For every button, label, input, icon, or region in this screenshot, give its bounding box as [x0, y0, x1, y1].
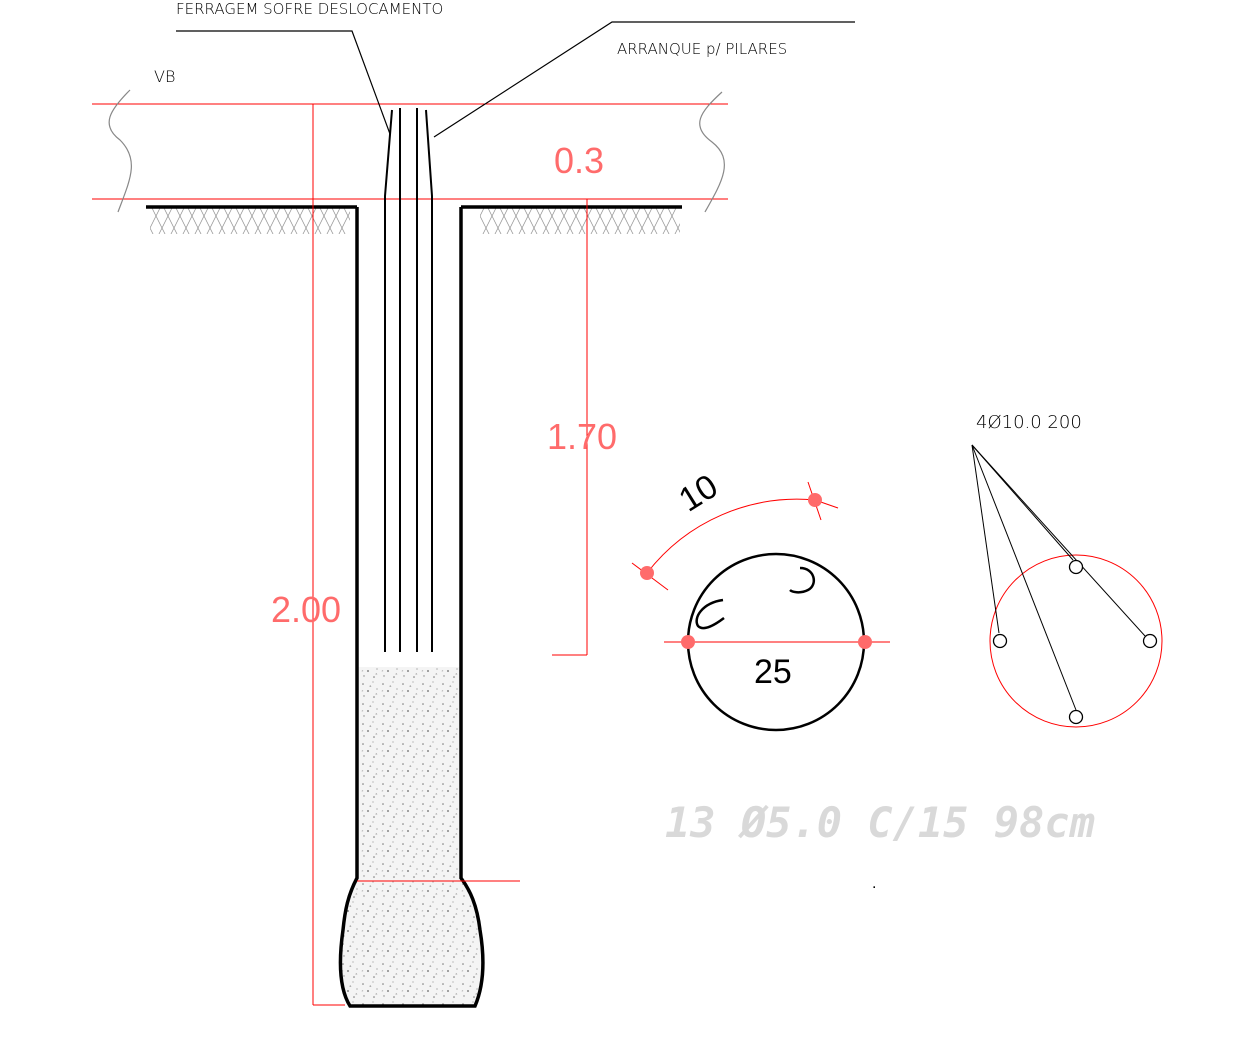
cross-section: 10 25 — [631, 467, 890, 732]
section-outline — [989, 554, 1163, 728]
dim-marker — [808, 493, 822, 507]
dimension-lines — [312, 104, 588, 1006]
rebar-dot — [1068, 709, 1084, 725]
rebars — [384, 108, 433, 652]
soil-hatch-right — [480, 208, 680, 234]
concrete-fill — [340, 667, 483, 1006]
bar-section: 4Ø10.0 200 — [971, 412, 1163, 728]
label-ferragem: FERRAGEM SOFRE DESLOCAMENTO — [176, 0, 443, 18]
dim-marker — [681, 635, 695, 649]
dim-arc: 10 — [672, 467, 724, 519]
rebar-dot — [1142, 633, 1158, 649]
rebar-dot — [992, 633, 1008, 649]
dim-depth-total: 2.00 — [271, 589, 341, 630]
pile-outline — [338, 207, 485, 1008]
pile-shaft — [338, 207, 485, 1008]
leader-arranque — [433, 21, 855, 138]
label-arranque: ARRANQUE p/ PILARES — [617, 40, 787, 58]
label-bars: 4Ø10.0 200 — [976, 412, 1082, 433]
leader-lines — [176, 21, 855, 138]
rebar-dot — [1068, 559, 1084, 575]
arc-dimension — [646, 498, 816, 574]
label-beam: VB — [154, 67, 175, 86]
stirrup-spec: 13 Ø5.0 C/15 98cm — [665, 798, 1095, 847]
dot-mark: . — [872, 875, 876, 892]
dim-diameter: 25 — [754, 653, 792, 691]
dim-marker — [640, 566, 654, 580]
dim-marker — [858, 635, 872, 649]
soil-hatch-left — [150, 208, 350, 234]
dim-depth-1: 1.70 — [547, 416, 617, 457]
ground-surface — [146, 205, 682, 234]
break-line-left — [108, 89, 132, 213]
stirrup-hook-left — [695, 598, 725, 630]
dim-beam-height: 0.3 — [554, 140, 604, 181]
leader-ferragem — [176, 30, 391, 135]
stirrup-hook-top — [789, 566, 816, 594]
break-line-right — [699, 91, 725, 213]
beam-section — [92, 89, 728, 213]
